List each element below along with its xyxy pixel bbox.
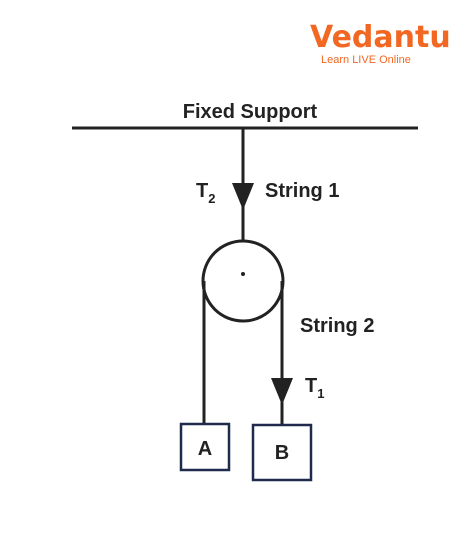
string-2-label: String 2 — [300, 315, 374, 337]
string-2-tension-arrow — [271, 378, 293, 405]
block-a-label: A — [198, 438, 212, 460]
tension-t1-symbol: T — [305, 375, 317, 397]
tension-t2-subscript: 2 — [208, 191, 215, 206]
tension-t1-subscript: 1 — [317, 386, 324, 401]
string-1-tension-arrow — [232, 183, 254, 210]
fixed-support-label: Fixed Support — [183, 101, 318, 123]
logo-tagline: Learn LIVE Online — [321, 54, 411, 66]
block-a — [179, 422, 231, 472]
tension-t2-label: T2 — [196, 180, 215, 206]
tension-t1-label: T1 — [305, 375, 324, 401]
logo-brand: Vedantu — [310, 20, 451, 55]
pulley-wheel — [201, 239, 285, 323]
block-b — [251, 423, 313, 482]
string-1-label: String 1 — [265, 180, 339, 202]
tension-t2-symbol: T — [196, 180, 208, 202]
pulley-axle — [241, 272, 245, 276]
vedantu-logo: Vedantu Learn LIVE Online — [310, 20, 451, 66]
block-b-label: B — [275, 442, 289, 464]
